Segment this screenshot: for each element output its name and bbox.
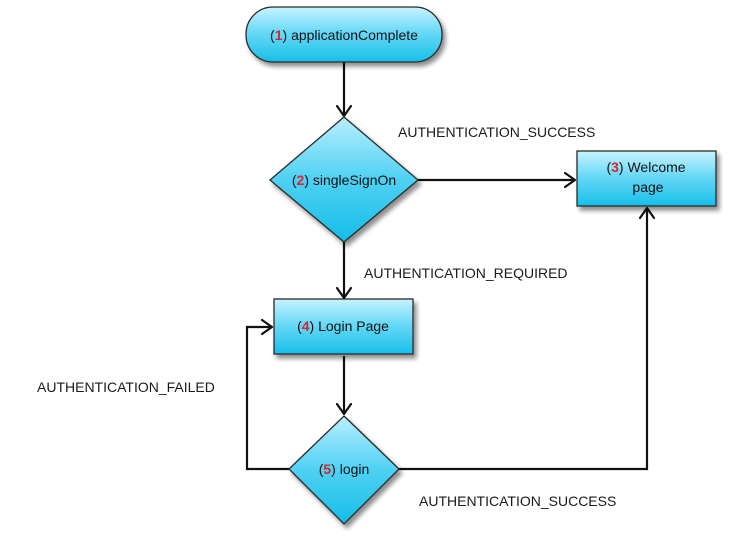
arrowhead-icon <box>260 318 274 336</box>
node-label: Welcome <box>627 159 685 175</box>
edge-label-sso-required: AUTHENTICATION_REQUIRED <box>364 265 568 281</box>
node-label: singleSignOn <box>313 172 396 188</box>
edge-login-failed-loop <box>245 325 289 471</box>
edge-label-login-success: AUTHENTICATION_SUCCESS <box>419 493 616 509</box>
edge-login-success-to-welcome <box>399 208 649 471</box>
node-label: Login Page <box>318 318 389 334</box>
node-login-page[interactable] <box>273 298 414 355</box>
node-number: 5 <box>323 461 331 477</box>
node-number: 3 <box>611 159 619 175</box>
node-application-complete-label: (1) applicationComplete <box>270 27 418 43</box>
node-number: 4 <box>302 318 310 334</box>
node-application-complete[interactable] <box>245 6 443 63</box>
node-login-page-label: (4) Login Page <box>297 318 389 334</box>
node-label: applicationComplete <box>291 27 418 43</box>
edge-label-login-failed: AUTHENTICATION_FAILED <box>37 379 215 395</box>
arrowhead-icon <box>335 402 353 416</box>
node-login[interactable] <box>288 415 400 525</box>
edges <box>245 62 656 471</box>
node-number: 1 <box>275 27 283 43</box>
arrowhead-icon <box>563 171 577 189</box>
arrowhead-icon <box>335 286 353 300</box>
node-welcome-page[interactable] <box>576 150 717 207</box>
arrowhead-icon <box>335 104 353 118</box>
edge-label-sso-success: AUTHENTICATION_SUCCESS <box>398 124 595 140</box>
node-welcome-page-label-line2: page <box>632 179 663 195</box>
node-login-label: (5) login <box>319 461 370 477</box>
node-welcome-page-label: (3) Welcome <box>606 159 685 175</box>
node-label: login <box>340 461 370 477</box>
node-single-sign-on[interactable] <box>268 116 420 243</box>
arrowhead-icon <box>638 206 656 220</box>
node-single-sign-on-label: (2) singleSignOn <box>292 172 396 188</box>
node-number: 2 <box>297 172 305 188</box>
